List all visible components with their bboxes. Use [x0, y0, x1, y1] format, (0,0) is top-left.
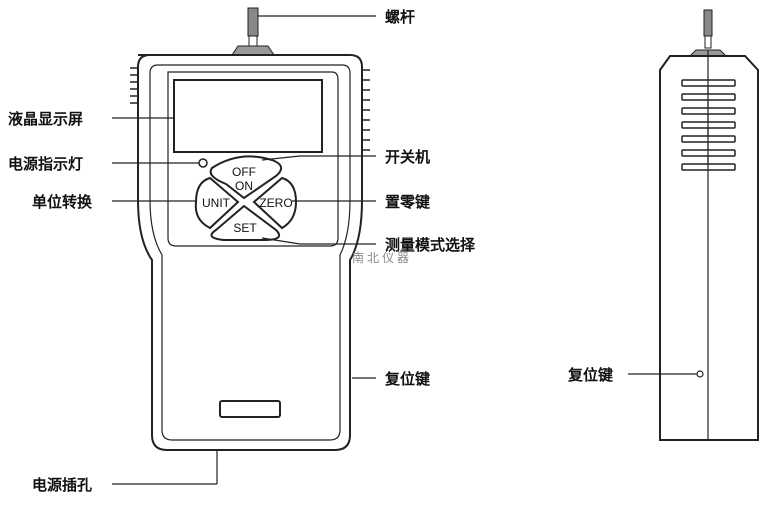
label-lcd-screen: 液晶显示屏 [8, 110, 83, 128]
zero-button[interactable]: ZERO [252, 176, 298, 230]
screw-rod [231, 7, 275, 56]
power-indicator-led [198, 158, 208, 168]
off-on-button[interactable]: OFF ON [209, 155, 283, 200]
svg-text:OFF: OFF [232, 165, 256, 179]
reset-slot [219, 400, 281, 418]
side-view [628, 9, 759, 441]
svg-text:UNIT: UNIT [202, 196, 231, 210]
set-button[interactable]: SET [210, 204, 280, 241]
leader-lines [112, 15, 376, 485]
label-side-reset-key: 复位键 [567, 366, 613, 384]
grip-ridges-left [130, 67, 138, 104]
label-zero-key: 置零键 [385, 193, 430, 211]
svg-text:ON: ON [235, 179, 253, 193]
label-reset-key: 复位键 [384, 370, 430, 388]
front-view: OFF ON UNIT ZERO SET [130, 7, 370, 484]
label-power-switch: 开关机 [385, 148, 430, 166]
side-reset-hole [696, 370, 704, 378]
label-unit-switch: 单位转换 [32, 193, 93, 211]
unit-button[interactable]: UNIT [194, 176, 240, 230]
label-mode-select: 测量模式选择 [385, 236, 476, 254]
svg-text:SET: SET [233, 221, 257, 235]
inner-panel [149, 64, 351, 441]
label-power-indicator: 电源指示灯 [8, 155, 83, 173]
watermark: 南北仪器 [352, 250, 412, 265]
label-screw-rod: 螺杆 [385, 8, 415, 26]
svg-text:ZERO: ZERO [259, 196, 292, 210]
grip-ridges-right [362, 69, 370, 151]
label-power-jack: 电源插孔 [32, 476, 92, 494]
lcd-screen [173, 79, 323, 153]
